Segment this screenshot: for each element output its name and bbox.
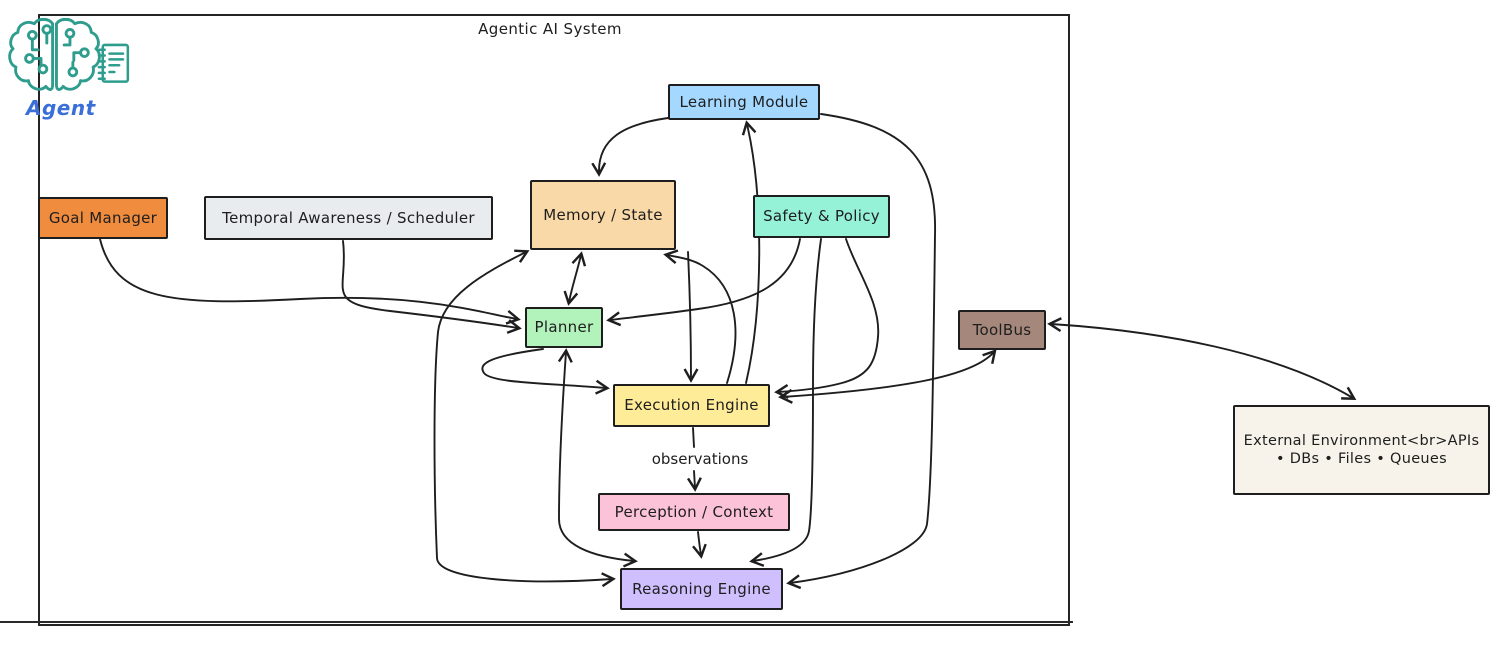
node-temporal-scheduler: Temporal Awareness / Scheduler: [204, 196, 493, 240]
node-planner: Planner: [525, 307, 603, 348]
external-environment-line1: External Environment<br>APIs: [1243, 432, 1480, 449]
agent-label: Agent: [26, 96, 96, 120]
node-execution-engine: Execution Engine: [613, 384, 770, 427]
brain-circuit-notebook-icon: [8, 17, 130, 91]
edge-toolbus-external: [1047, 317, 1357, 400]
node-perception-context: Perception / Context: [598, 493, 790, 531]
frame-bottom-line: [0, 621, 1073, 623]
external-environment-line2: • DBs • Files • Queues: [1276, 451, 1447, 467]
node-learning-module: Learning Module: [668, 84, 820, 120]
edge-label-observations: observations: [651, 450, 749, 468]
diagram-title: Agentic AI System: [478, 20, 622, 38]
node-goal-manager: Goal Manager: [38, 197, 168, 239]
node-memory-state: Memory / State: [530, 180, 676, 250]
node-safety-policy: Safety & Policy: [753, 195, 890, 238]
node-reasoning-engine: Reasoning Engine: [620, 568, 783, 610]
node-toolbus: ToolBus: [958, 310, 1046, 350]
node-external-environment: External Environment<br>APIs • DBs • Fil…: [1233, 405, 1490, 495]
